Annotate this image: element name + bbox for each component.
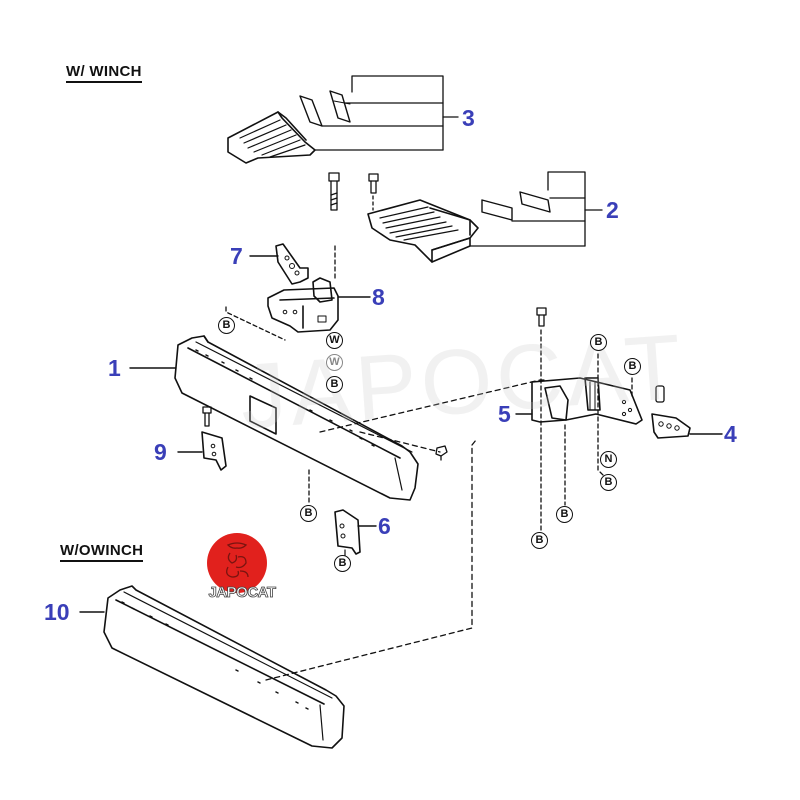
callout-9[interactable]: 9: [154, 439, 167, 465]
callout-2[interactable]: 2: [606, 197, 619, 223]
fastener-bolt: B: [624, 358, 641, 375]
fastener-washer: W: [326, 332, 343, 349]
bolt-arm-top: [536, 307, 547, 327]
dash-bumper-to-arm: [319, 379, 546, 433]
part-2-step-plate: [367, 191, 551, 263]
fastener-bolt: B: [334, 555, 351, 572]
fastener-bolt: B: [326, 376, 343, 393]
section-title-without-winch: W/OWINCH: [60, 543, 144, 562]
logo-text: JAPOCAT: [208, 584, 276, 602]
fastener-bolt: B: [300, 505, 317, 522]
callout-1[interactable]: 1: [108, 355, 121, 381]
fastener-nut: N: [600, 451, 617, 468]
part-4-bracket: [651, 385, 691, 439]
part-6-bracket: [334, 509, 361, 557]
part-8-winch-mount: [267, 277, 339, 333]
callout-7[interactable]: 7: [230, 243, 243, 269]
leader-lines: [79, 255, 723, 613]
part-9-bracket: [201, 406, 227, 471]
dash-10-to-arm: [265, 444, 473, 681]
logo-cat-icon: [226, 542, 249, 578]
part-3-leader-bracket: [314, 75, 459, 151]
fastener-washer: W: [326, 354, 343, 371]
bolt-large: [328, 172, 340, 211]
part-3-step-plate: [227, 90, 351, 164]
callout-6[interactable]: 6: [378, 513, 391, 539]
fastener-bolt: B: [531, 532, 548, 549]
bolt-small: [368, 173, 379, 211]
fastener-bolt: B: [218, 317, 235, 334]
callout-4[interactable]: 4: [724, 421, 737, 447]
dash-bumper-to-clip: [359, 431, 441, 453]
part-7-plate: [275, 243, 309, 285]
part-10-bumper: [103, 585, 345, 749]
dash-8-left: [225, 306, 286, 341]
callout-10[interactable]: 10: [44, 599, 70, 625]
part-1-bumper: [174, 335, 419, 501]
fastener-bolt: B: [600, 474, 617, 491]
japocat-logo: JAPOCAT: [200, 533, 284, 605]
callout-5[interactable]: 5: [498, 401, 511, 427]
part-5-arm: [531, 377, 643, 425]
fastener-bolt: B: [590, 334, 607, 351]
part-2-leader-bracket: [469, 171, 603, 247]
section-title-with-winch: W/ WINCH: [66, 64, 142, 83]
callout-3[interactable]: 3: [462, 105, 475, 131]
clip-fastener: [435, 445, 448, 461]
fastener-bolt: B: [556, 506, 573, 523]
callout-8[interactable]: 8: [372, 284, 385, 310]
